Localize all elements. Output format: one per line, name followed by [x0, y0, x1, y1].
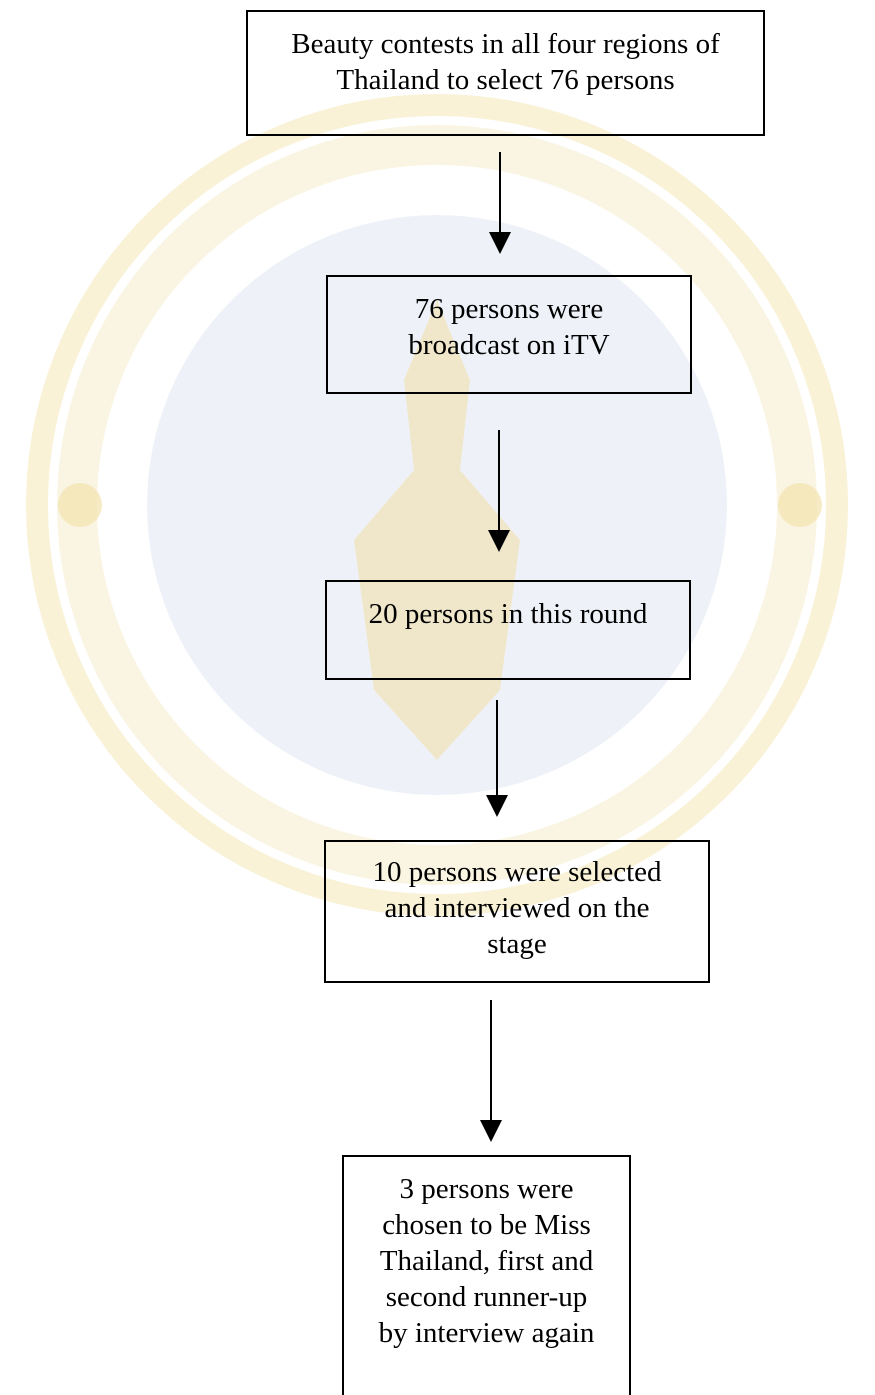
- flow-step-2-line-2: broadcast on iTV: [408, 329, 610, 361]
- down-arrow-icon: [489, 152, 511, 254]
- flow-step-5-box: 3 persons were chosen to be Miss Thailan…: [342, 1155, 631, 1395]
- flow-step-5-line-1: 3 persons were: [399, 1173, 574, 1205]
- down-arrow-icon: [486, 700, 508, 817]
- flow-step-2-line-1: 76 persons were: [414, 293, 604, 325]
- flow-step-1-box: Beauty contests in all four regions of T…: [246, 10, 765, 136]
- flow-step-3-line-1: 20 persons in this round: [368, 598, 648, 630]
- flow-step-5-line-2: chosen to be Miss: [382, 1209, 591, 1241]
- flow-step-5-line-5: by interview again: [378, 1317, 595, 1349]
- down-arrow-icon: [488, 430, 510, 552]
- flow-step-5-line-3: Thailand, first and: [379, 1245, 594, 1277]
- flow-step-4-line-3: stage: [487, 928, 547, 960]
- flow-step-5-line-4: second runner-up: [385, 1281, 588, 1313]
- flow-step-4-line-1: 10 persons were selected: [372, 856, 662, 888]
- down-arrow-icon: [480, 1000, 502, 1142]
- flow-step-4-box: 10 persons were selected and interviewed…: [324, 840, 710, 983]
- flow-step-4-line-2: and interviewed on the: [384, 892, 650, 924]
- flow-step-3-box: 20 persons in this round: [325, 580, 691, 680]
- flow-step-2-box: 76 persons were broadcast on iTV: [326, 275, 692, 394]
- flow-step-1-line-2: Thailand to select 76 persons: [336, 64, 675, 96]
- flow-step-1-line-1: Beauty contests in all four regions of: [291, 28, 720, 60]
